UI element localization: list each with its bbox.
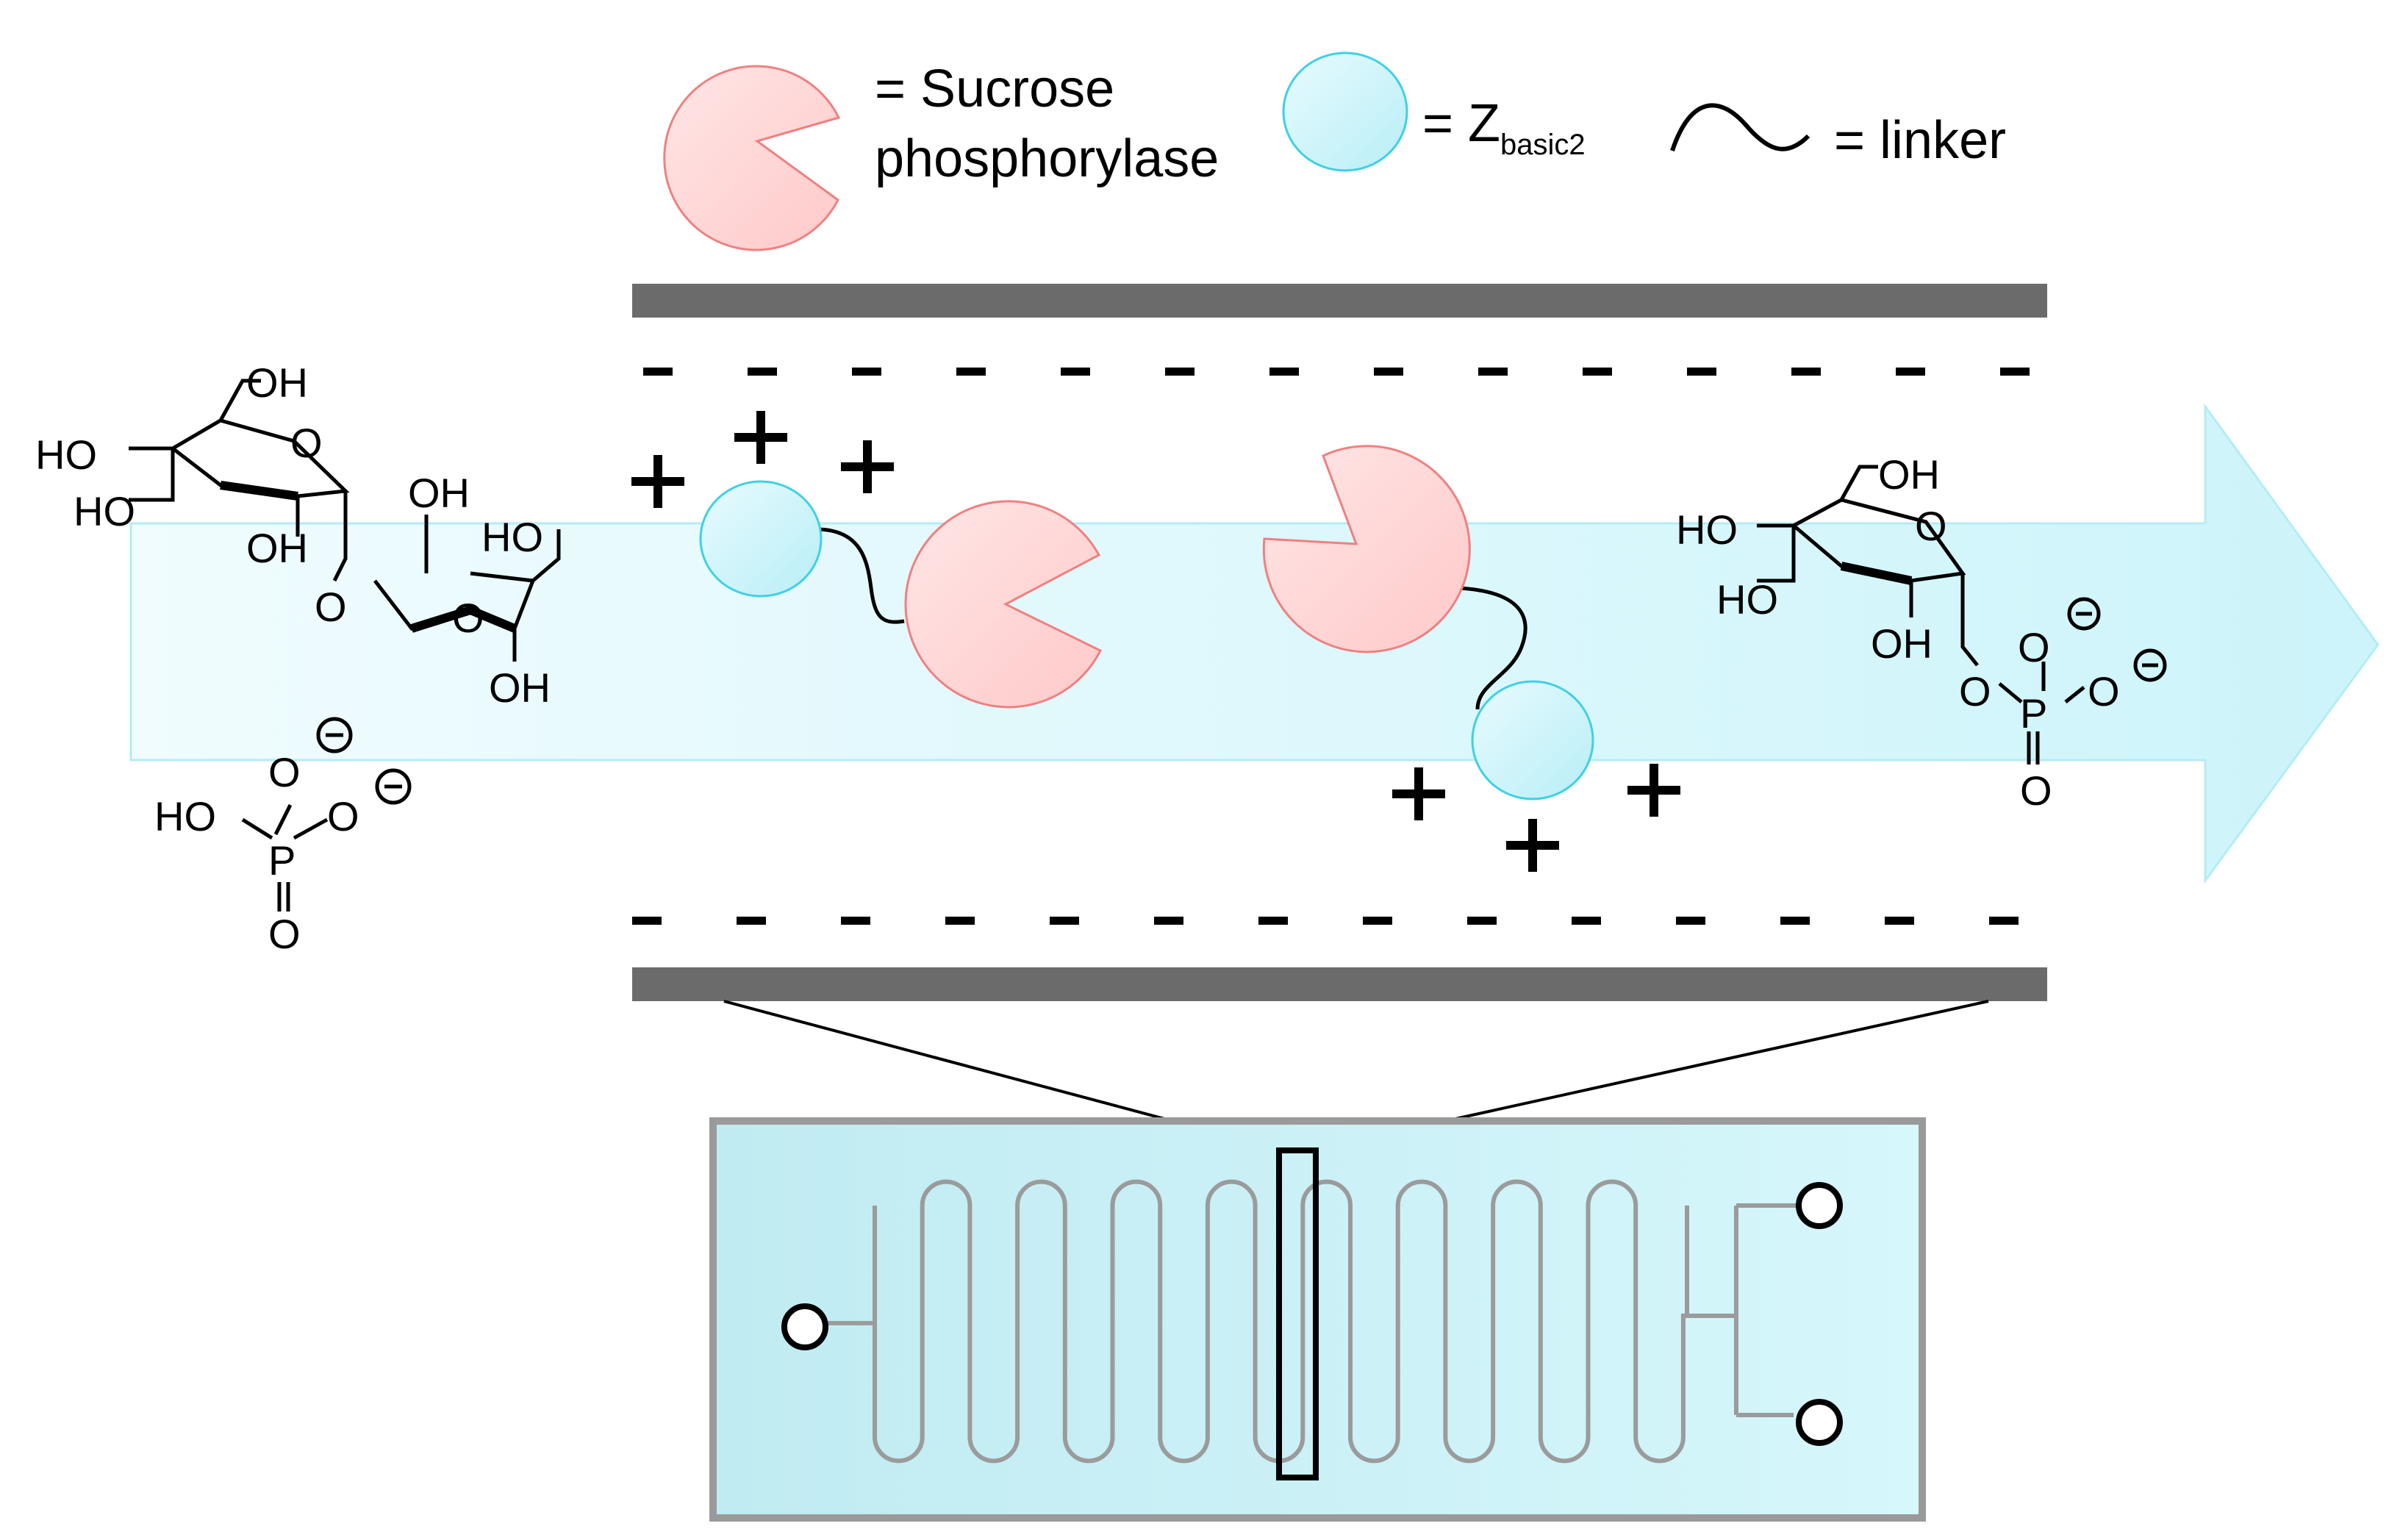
negative-charge [852,368,881,376]
legend: = Sucrose phosphorylase = Zbasic2 = link… [663,51,2006,251]
svg-text:OH: OH [246,525,308,571]
svg-text:O: O [452,595,484,641]
svg-text:OH: OH [1871,620,1933,667]
positive-charge [1627,764,1680,817]
svg-text:HO: HO [481,514,543,560]
negative-charge-row-top [643,368,2030,376]
negative-charge [945,917,975,925]
negative-charge [1780,917,1810,925]
linker-1 [815,527,905,624]
negative-charge [748,368,777,376]
sucrose-labels: OH HO O HO OH O OH HO O OH [35,359,551,711]
negative-charge [1154,917,1183,925]
svg-text:O: O [290,420,323,466]
negative-charge [1258,917,1288,925]
phosphate-left: HO O O P O [154,717,412,957]
svg-text:O: O [2020,767,2052,814]
channel-wall-top [632,284,2047,318]
negative-charge [1050,917,1079,925]
legend-linker-icon [1670,103,1810,151]
svg-text:O: O [327,793,359,839]
negative-charge [1478,368,1508,376]
legend-enzyme-icon [663,65,841,251]
negative-charge [1374,368,1403,376]
negative-charge [1687,368,1716,376]
positive-charge [631,455,684,508]
negative-charge [1989,917,2019,925]
chip-inlet-line [823,1206,877,1325]
positive-charge [734,411,787,464]
negative-charge [2000,368,2030,376]
negative-charge [1583,368,1612,376]
chip-inlet-port [781,1303,828,1350]
svg-text:P: P [268,837,296,884]
negative-charge [1572,917,1601,925]
negative-charge [1165,368,1194,376]
chip-outlet-lines [1685,1203,1801,1417]
svg-text:O: O [2018,624,2050,670]
negative-charge [1269,368,1299,376]
svg-text:OH: OH [408,470,470,516]
positive-charges [631,411,1680,872]
negative-charge [1363,917,1392,925]
legend-enzyme-label-line1: = Sucrose [875,60,1114,118]
legend-linker-label: = linker [1834,111,2006,170]
enzyme-2 [1262,445,1471,653]
enzyme-1 [904,500,1103,709]
legend-zbasic-label: = Zbasic2 [1422,94,1586,161]
negative-charge [632,917,662,925]
zbasic-domain-1 [699,480,823,598]
fusion-protein-1 [699,480,1103,709]
legend-zbasic-icon [1282,51,1408,172]
negative-charge [643,368,673,376]
linker-2 [1458,586,1527,710]
glucose-1-phosphate-labels: OH HO O HO OH O O O P O [1676,451,2120,814]
negative-charge [1885,917,1914,925]
svg-text:O: O [1915,503,1947,549]
svg-text:P: P [2020,690,2047,737]
positive-charge [1392,767,1445,820]
negative-charge [1896,368,1925,376]
sucrose-molecule [129,379,561,662]
positive-charge [841,440,894,493]
svg-text:HO: HO [1716,576,1778,623]
microfluidic-chip [709,1117,1926,1522]
negative-charge [1791,368,1821,376]
negative-charge [841,917,870,925]
svg-text:O: O [268,749,301,795]
negative-charge [1467,917,1497,925]
svg-text:O: O [268,911,301,957]
negative-charge [1676,917,1705,925]
chip-outlet-port-top [1796,1182,1843,1229]
flow-arrow [129,403,2379,884]
svg-text:HO: HO [1676,506,1738,553]
svg-text:O: O [315,584,347,630]
negative-charge-row-bottom [632,917,2019,925]
fusion-protein-2 [1262,445,1594,801]
svg-text:O: O [1959,668,1991,715]
svg-text:OH: OH [1878,451,1940,498]
glucose-1-phosphate-molecule [1757,465,2167,764]
positive-charge [1506,819,1559,872]
svg-text:HO: HO [35,431,97,478]
chip-outlet-port-bottom [1796,1399,1843,1446]
svg-text:O: O [2088,668,2120,715]
svg-text:HO: HO [74,488,135,534]
zoom-region-box [1276,1147,1319,1480]
zbasic-domain-2 [1471,680,1594,801]
legend-enzyme-label-line2: phosphorylase [875,129,1219,188]
negative-charge [956,368,986,376]
negative-charge [737,917,766,925]
negative-charge [1061,368,1090,376]
svg-text:OH: OH [489,665,551,711]
svg-text:OH: OH [246,359,308,406]
svg-text:HO: HO [154,793,216,839]
channel-wall-bottom [632,967,2047,1001]
